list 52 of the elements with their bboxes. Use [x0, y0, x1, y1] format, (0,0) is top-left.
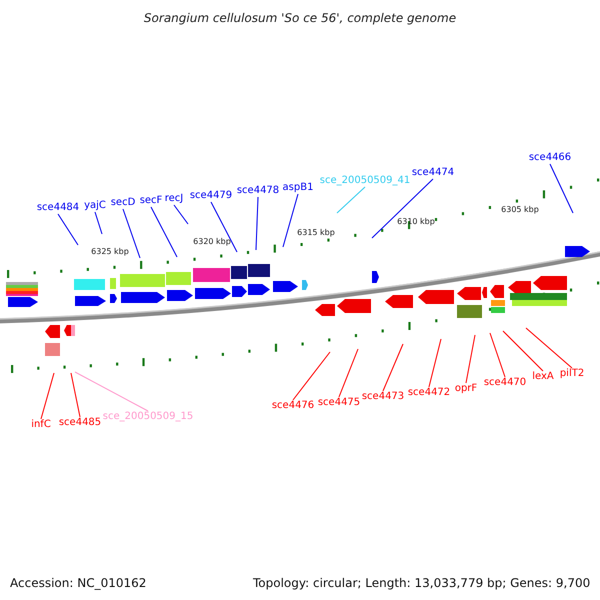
- leader-line: [382, 344, 404, 392]
- leader-line: [94, 212, 102, 234]
- leader-line: [150, 206, 178, 258]
- leader-line: [174, 204, 188, 224]
- gene-label: sce4479: [190, 191, 232, 201]
- scale-label: 6305 kbp: [501, 206, 539, 214]
- gene-label: recJ: [164, 194, 184, 204]
- leader-line: [292, 352, 330, 400]
- gene-label: lexA: [532, 372, 554, 382]
- leader-line: [70, 372, 80, 418]
- gene-label: oprF: [454, 384, 478, 394]
- leader-line: [122, 208, 140, 258]
- gene-label: sce4473: [362, 392, 404, 402]
- leader-line: [372, 178, 434, 238]
- leader-line: [256, 196, 258, 250]
- gene-label: sce4478: [236, 186, 280, 196]
- footer-text: Accession: NC_010162: [10, 577, 146, 589]
- gene-label: sce4475: [318, 398, 360, 408]
- gene-label: sce4474: [412, 168, 454, 178]
- gene-label: sce4470: [484, 378, 526, 388]
- leader-line: [282, 194, 298, 248]
- leader-line: [210, 202, 238, 252]
- gene-label: infC: [31, 420, 51, 430]
- gene-label: sce_20050509_15: [102, 412, 194, 422]
- leader-line: [526, 328, 572, 368]
- scale-label: 6320 kbp: [193, 238, 231, 246]
- scale-label: 6315 kbp: [297, 229, 335, 237]
- gene-label: sce4485: [58, 418, 102, 428]
- gene-label: secD: [110, 198, 136, 208]
- gene-label: sce4472: [408, 388, 450, 398]
- leader-line: [338, 348, 358, 398]
- leader-line: [428, 338, 442, 388]
- gene-label: sce4476: [272, 401, 314, 411]
- title: Sorangium cellulosum 'So ce 56', complete genome: [144, 12, 456, 24]
- footer-text: Topology: circular; Length: 13,033,779 bp; Genes: 9,700: [253, 577, 590, 589]
- leader-line: [74, 372, 148, 412]
- leader-line: [466, 334, 476, 384]
- leader-line: [58, 214, 78, 246]
- scale-label: 6310 kbp: [397, 218, 435, 226]
- gene-label: sce_20050509_41: [320, 176, 410, 186]
- gene-label: sce4466: [528, 153, 572, 163]
- gene-label: pilT2: [560, 369, 584, 379]
- leader-line: [40, 372, 54, 420]
- leader-line: [336, 186, 366, 214]
- scale-label: 6325 kbp: [91, 248, 129, 256]
- gene-label: sce4484: [36, 203, 80, 213]
- leader-line: [490, 332, 506, 378]
- leader-line: [550, 164, 574, 214]
- leader-line: [502, 330, 544, 372]
- gene-label: secF: [140, 196, 162, 206]
- gene-label: aspB1: [282, 183, 314, 193]
- gene-label: yajC: [84, 201, 106, 211]
